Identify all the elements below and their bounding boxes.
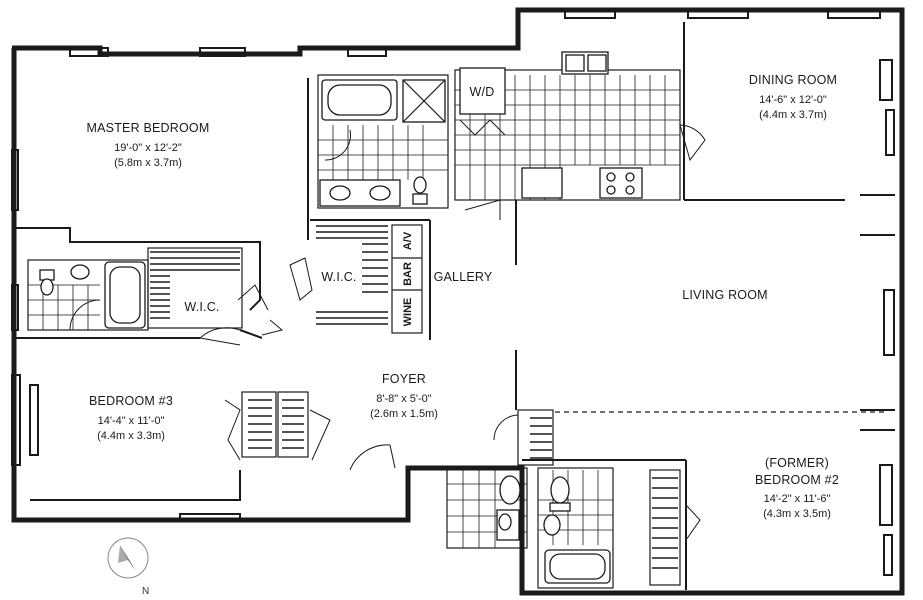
bedroom3-wic-name: W.I.C.: [184, 300, 219, 314]
living-room-name: LIVING ROOM: [682, 288, 768, 302]
av-cabinet-label: A/V: [402, 231, 414, 250]
bedroom3-name: BEDROOM #3: [89, 394, 173, 408]
wine-cabinet-label: WINE: [402, 298, 414, 327]
foyer-dim-m: (2.6m x 1.5m): [370, 408, 438, 420]
dining-room-dim-ft: 14'-6" x 12'-0": [759, 94, 827, 106]
dining-room-name: DINING ROOM: [749, 73, 837, 87]
door-swings: [69, 119, 706, 541]
interior-walls: [14, 22, 895, 590]
master-bedroom-name: MASTER BEDROOM: [87, 121, 210, 135]
bathroom-fixtures: [39, 51, 643, 584]
foyer-name: FOYER: [382, 372, 426, 386]
bar-cabinet-label: BAR: [402, 262, 414, 286]
former-bedroom2-dim-ft: 14'-2" x 11'-6": [764, 493, 831, 505]
north-compass-icon: N: [107, 537, 149, 597]
former-bedroom2-name-line2: BEDROOM #2: [755, 473, 839, 487]
former-bedroom2-name-line1: (FORMER): [765, 456, 829, 470]
former-bedroom2-dim-m: (4.3m x 3.5m): [763, 508, 831, 520]
foyer-dim-ft: 8'-8" x 5'-0": [376, 393, 432, 405]
laundry-name: W/D: [470, 85, 495, 99]
gallery-name: GALLERY: [434, 270, 493, 284]
bedroom3-dim-ft: 14'-4" x 11'-0": [98, 415, 165, 427]
room-labels: MASTER BEDROOM 19'-0" x 12'-2" (5.8m x 3…: [87, 73, 839, 520]
compass-north-label: N: [142, 586, 149, 597]
dining-room-dim-m: (4.4m x 3.7m): [759, 109, 827, 121]
exterior-walls: [11, 7, 905, 596]
master-wic-name: W.I.C.: [321, 270, 356, 284]
master-bedroom-dim-m: (5.8m x 3.7m): [114, 157, 182, 169]
closet-shelving: [150, 225, 678, 569]
master-bedroom-dim-ft: 19'-0" x 12'-2": [114, 142, 182, 154]
bedroom3-dim-m: (4.4m x 3.3m): [97, 430, 165, 442]
